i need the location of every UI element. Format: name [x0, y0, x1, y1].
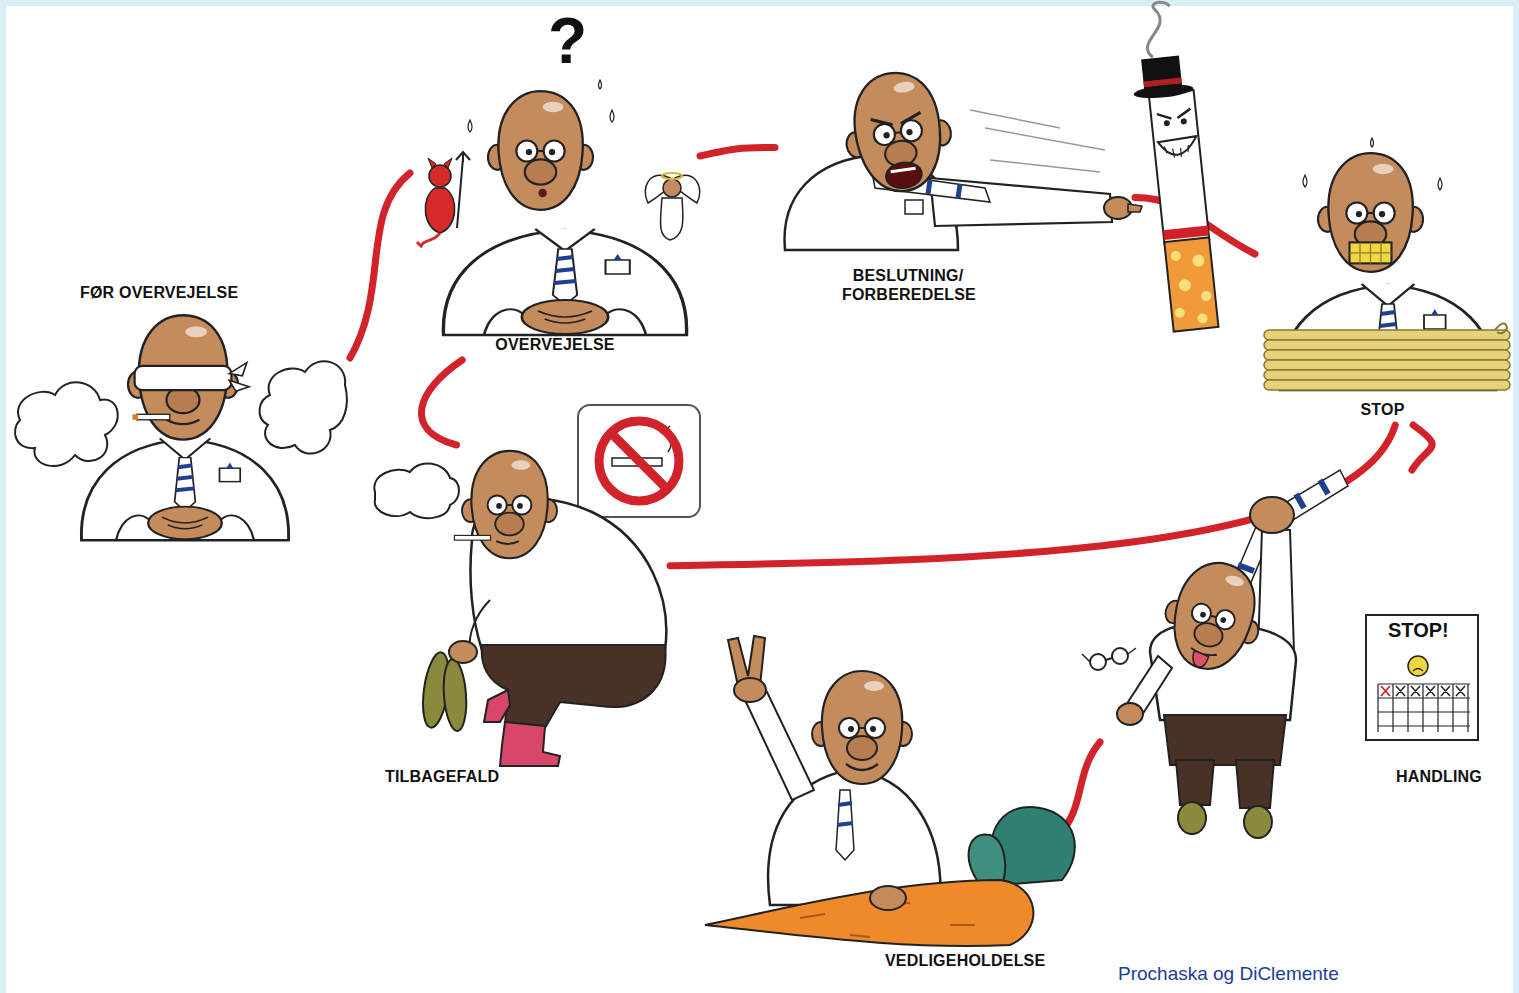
stage-label: STOP: [1360, 401, 1404, 419]
stage-figure: FØR OVERVEJELSE: [20, 280, 350, 540]
cycle-arc-line: [1060, 742, 1100, 833]
cycle-arc: [421, 360, 462, 445]
stage-figure: TILBAGEFALD: [365, 445, 670, 790]
cycle-arc-line: [350, 173, 410, 358]
stage-figure: BESLUTNING/ FORBEREDELSE: [775, 60, 1135, 310]
cycle-arc: [1412, 425, 1432, 470]
stage-label: OVERVEJELSE: [495, 336, 614, 354]
stage-label: TILBAGEFALD: [385, 768, 499, 786]
stage-figure: STOP: [1255, 140, 1510, 425]
stage-label: VEDLIGEHOLDELSE: [885, 952, 1045, 970]
cycle-arc: [1060, 742, 1100, 833]
stage-label: FØR OVERVEJELSE: [80, 284, 238, 302]
calendar-text: STOP!: [1388, 619, 1449, 641]
cycle-arc-line: [700, 148, 775, 157]
question-mark: ?: [548, 6, 587, 76]
cycle-arc-line: [421, 360, 462, 445]
source-caption: Prochaska og DiClemente: [1118, 963, 1339, 985]
cycle-arc: [350, 173, 410, 358]
stage-label: BESLUTNING/ FORBEREDELSE: [842, 267, 974, 304]
cycle-arc-line: [1412, 425, 1432, 470]
stage-figure: VEDLIGEHOLDELSE: [700, 620, 1060, 975]
cycle-arc: [700, 148, 775, 157]
stage-label: HANDLING: [1396, 768, 1482, 786]
